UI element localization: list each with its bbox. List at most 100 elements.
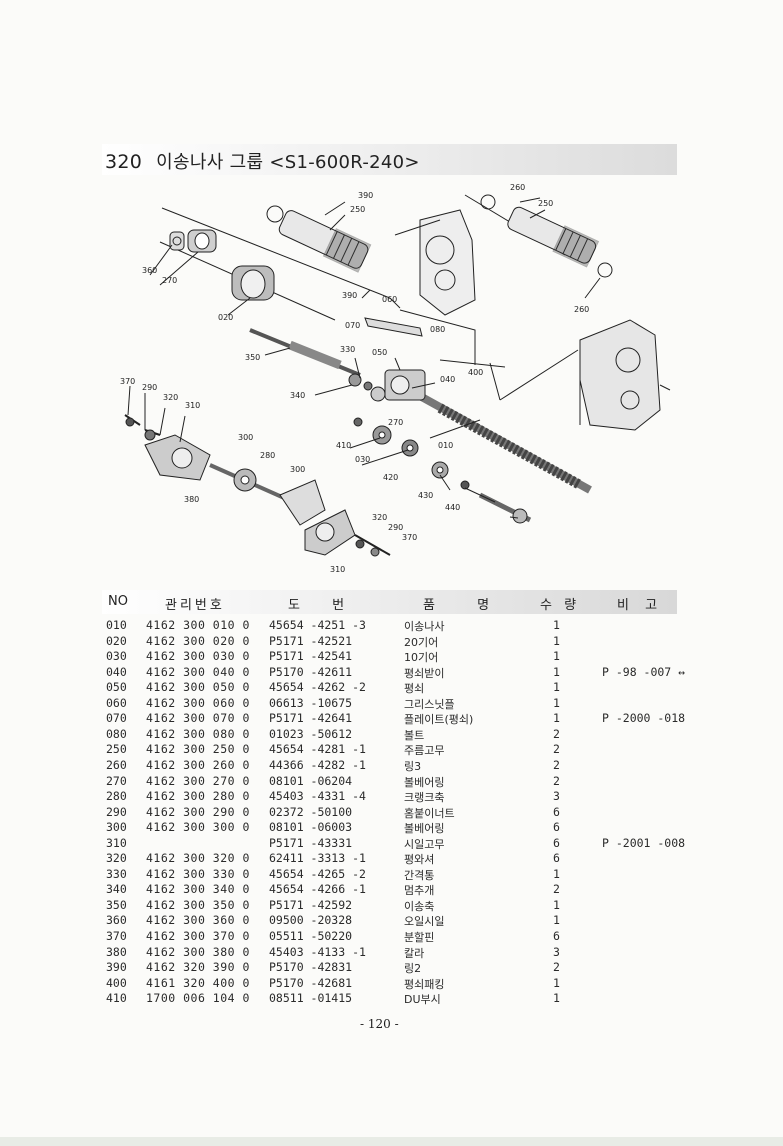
- quantity: 1: [553, 633, 560, 648]
- part-name: 링3: [404, 759, 422, 773]
- quantity: 6: [553, 929, 560, 943]
- drawing-number: 01023 -50612: [269, 726, 353, 741]
- quantity: 2: [553, 773, 560, 788]
- part-name: 볼베어링: [404, 775, 445, 789]
- part-name: 플레이트(평쇠): [404, 713, 474, 727]
- drawing-number: P5171 -42641: [269, 711, 353, 726]
- mgmt-number: 4162 300 290 0: [146, 804, 250, 819]
- svg-text:350: 350: [245, 353, 260, 362]
- mgmt-number: 4162 300 080 0: [146, 726, 250, 741]
- drawing-number: 45654 -4262 -2: [269, 680, 366, 695]
- part-no: 260: [106, 757, 127, 772]
- table-row: 080 4162 300 080 0 01023 -50612 볼트 2: [0, 727, 783, 742]
- mgmt-number: 4162 300 040 0: [146, 664, 250, 679]
- remark: P -2001 -008: [602, 835, 686, 850]
- part-name: 간격통: [404, 868, 435, 882]
- part-name: 오일시일: [404, 915, 445, 929]
- quantity: 2: [553, 726, 560, 741]
- quantity: 2: [553, 742, 560, 757]
- part-name: 평쇠받이: [404, 666, 445, 680]
- part-name: 분할핀: [404, 931, 435, 944]
- mgmt-number: 4162 300 380 0: [146, 944, 250, 959]
- drawing-number: P5170 -42611: [269, 664, 353, 679]
- part-name: 그리스닛플: [404, 697, 455, 711]
- part-no: 080: [106, 726, 127, 741]
- part-no: 020: [106, 633, 127, 648]
- drawing-number: 09500 -20328: [269, 913, 353, 928]
- drawing-number: 08511 -01415: [269, 991, 353, 1006]
- svg-text:380: 380: [184, 495, 199, 504]
- part-no: 250: [106, 742, 127, 757]
- part-no: 350: [106, 897, 127, 912]
- svg-text:050: 050: [372, 348, 387, 357]
- svg-text:080: 080: [430, 325, 445, 334]
- part-no: 400: [106, 975, 127, 990]
- svg-text:270: 270: [162, 276, 177, 285]
- remark: P -98 -007 ↔: [602, 664, 686, 679]
- svg-text:280: 280: [260, 451, 275, 460]
- drawing-number: 45654 -4265 -2: [269, 866, 366, 881]
- mgmt-number: 4162 300 010 0: [146, 618, 250, 632]
- svg-text:400: 400: [468, 368, 483, 377]
- svg-text:320: 320: [163, 393, 178, 402]
- quantity: 6: [553, 804, 560, 819]
- part-no: 280: [106, 789, 127, 804]
- quantity: 1: [553, 866, 560, 881]
- svg-text:320: 320: [372, 513, 387, 522]
- part-name: 평쇠패킹: [404, 977, 445, 991]
- svg-text:390: 390: [358, 191, 373, 200]
- quantity: 2: [553, 757, 560, 772]
- drawing-number: 08101 -06003: [269, 820, 353, 835]
- header-drawing: 도 번: [288, 598, 345, 613]
- svg-text:370: 370: [120, 377, 135, 386]
- quantity: 1: [553, 913, 560, 928]
- part-no: 330: [106, 866, 127, 881]
- mgmt-number: 4162 300 270 0: [146, 773, 250, 788]
- mgmt-number: 4162 300 360 0: [146, 913, 250, 928]
- section-name: 이송나사 그룹 <S1-600R-240>: [156, 152, 420, 173]
- part-name: 볼트: [404, 728, 425, 742]
- drawing-number: 02372 -50100: [269, 804, 353, 819]
- part-no: 390: [106, 960, 127, 975]
- header-name: 품 명: [423, 598, 490, 613]
- part-no: 410: [106, 991, 127, 1006]
- mgmt-number: 4162 300 330 0: [146, 866, 250, 881]
- svg-text:070: 070: [345, 321, 360, 330]
- table-row: 330 4162 300 330 0 45654 -4265 -2 간격통 1: [0, 867, 783, 882]
- drawing-number: 45654 -4251 -3: [269, 618, 366, 632]
- part-name: 크랭크축: [404, 791, 445, 805]
- mgmt-number: 4162 300 350 0: [146, 897, 250, 912]
- mgmt-number: 4162 300 260 0: [146, 757, 250, 772]
- svg-text:040: 040: [440, 375, 455, 384]
- drawing-number: P5170 -42831: [269, 960, 353, 975]
- drawing-number: P5171 -42541: [269, 649, 353, 664]
- part-name: DU부시: [404, 993, 441, 1007]
- remark: P -2000 -018: [602, 711, 686, 726]
- quantity: 1: [553, 897, 560, 912]
- quantity: 1: [553, 680, 560, 695]
- scan-edge: [0, 1137, 783, 1146]
- part-name: 주름고무: [404, 744, 445, 758]
- part-no: 010: [106, 618, 127, 632]
- mgmt-number: 4162 300 020 0: [146, 633, 250, 648]
- drawing-number: P5171 -42521: [269, 633, 353, 648]
- mgmt-number: 4162 300 340 0: [146, 882, 250, 897]
- quantity: 1: [553, 649, 560, 664]
- drawing-number: P5171 -42592: [269, 897, 353, 912]
- part-name: 10기어: [404, 651, 439, 665]
- title-band: [102, 144, 677, 175]
